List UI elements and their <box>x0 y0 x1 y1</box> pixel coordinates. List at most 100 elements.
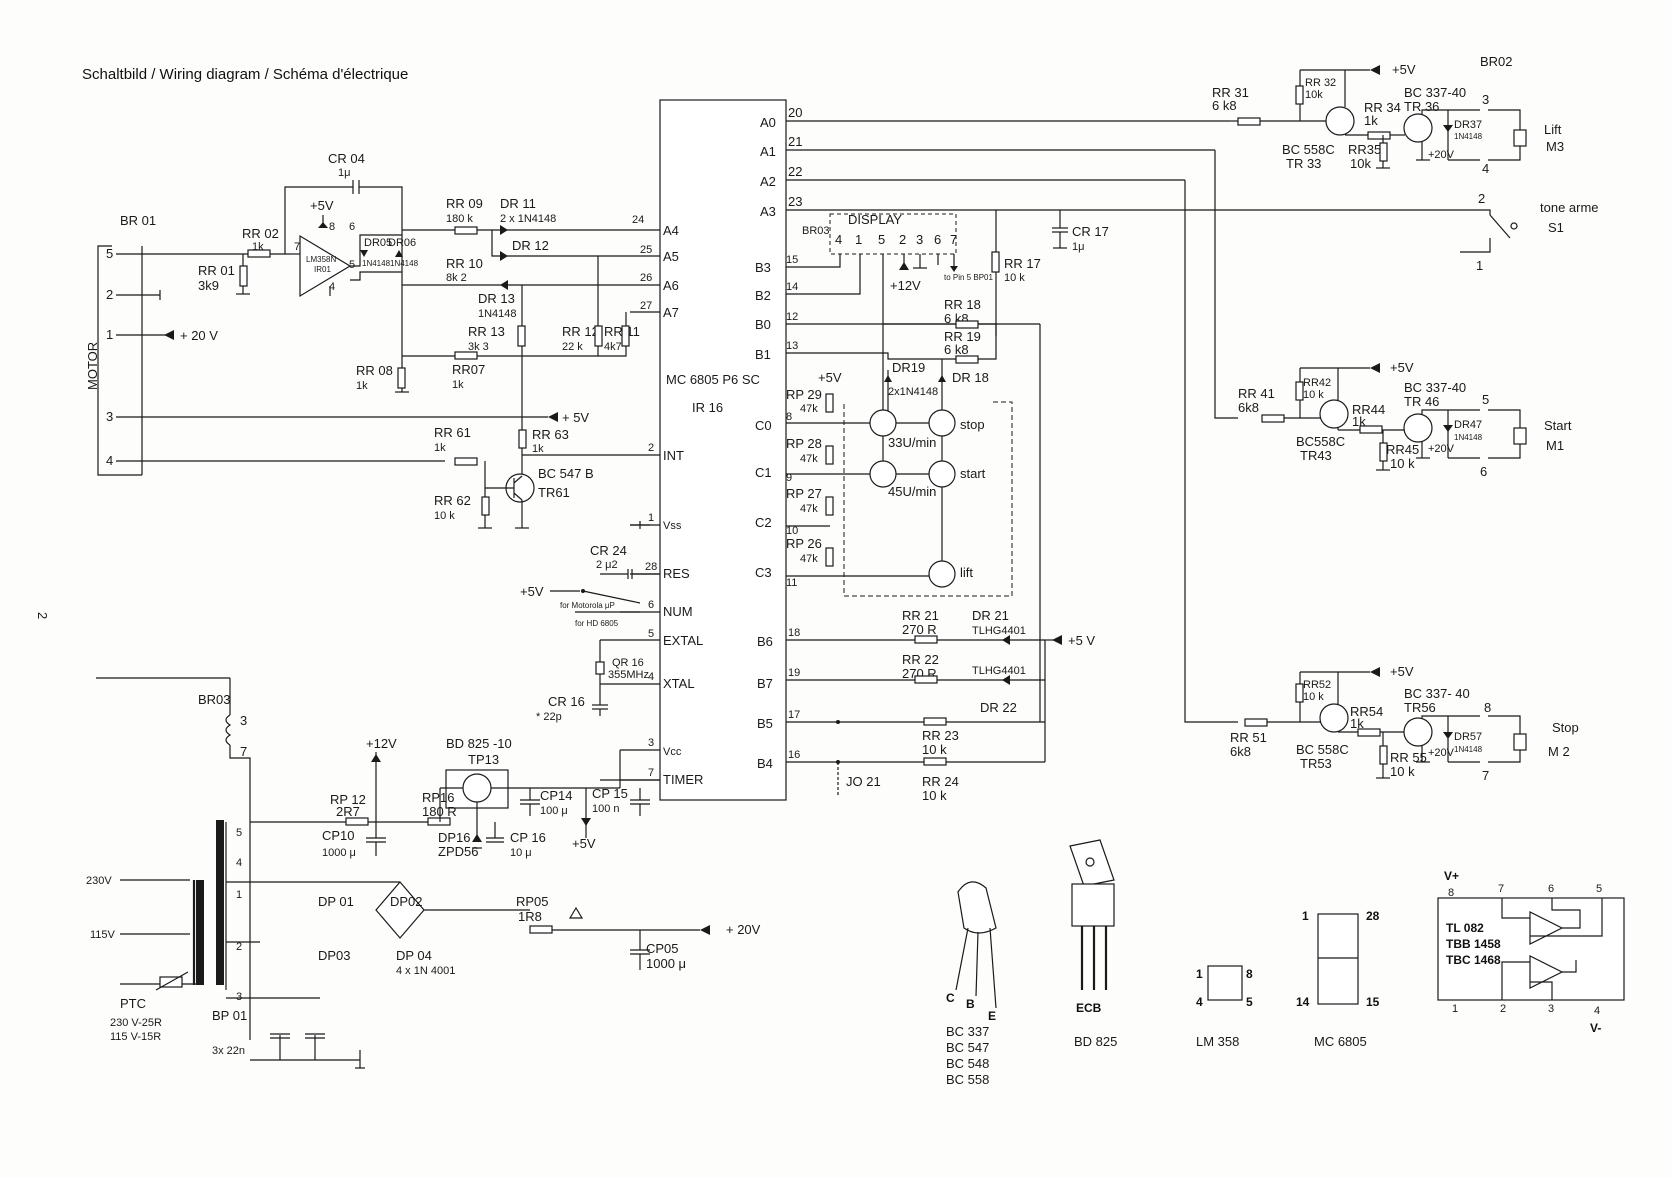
rr12-value: 22 k <box>562 341 583 353</box>
pin-label: 3 <box>916 232 923 247</box>
pin-name: EXTAL <box>663 633 703 648</box>
bd825-pins: ECB <box>1076 1001 1102 1015</box>
rr21-label: RR 21 <box>902 608 939 623</box>
dr47-label: DR47 <box>1454 419 1482 431</box>
dr47-value: 1N4148 <box>1454 433 1483 442</box>
pin-label: 2 <box>899 232 906 247</box>
pin-name: A4 <box>663 223 679 238</box>
led-section: RR 21 270 R DR 21 TLHG4401 RR 22 270 R T… <box>836 608 1095 803</box>
tr46-symbol <box>1403 413 1433 443</box>
rp28-value: 47k <box>800 453 818 465</box>
vminus-label: V- <box>1590 1021 1601 1035</box>
rr18-label: RR 18 <box>944 297 981 312</box>
page-title: Schaltbild / Wiring diagram / Schéma d'é… <box>82 66 408 83</box>
pin-name: B3 <box>755 260 771 275</box>
key-lift-label: lift <box>960 565 973 580</box>
pin-label: 1 <box>1476 258 1483 273</box>
pin-label: 2 <box>106 287 113 302</box>
dp03-label: DP03 <box>318 948 351 963</box>
pin-name: A6 <box>663 278 679 293</box>
dr57-value: 1N4148 <box>1454 745 1483 754</box>
psu-5v: +5V <box>572 836 596 851</box>
mcu-ir16: MC 6805 P6 SC IR 16 24 A4 25 A5 26 A6 27… <box>600 99 1470 801</box>
rr35-label: RR35 <box>1348 142 1381 157</box>
pin-name: B2 <box>755 288 771 303</box>
tr46-label: BC 337-40 <box>1404 380 1466 395</box>
rr52-label: RR52 <box>1303 679 1331 691</box>
mcu-right-pins: 20 A0 21 A1 22 A2 23 A3 15 B3 14 B2 12 B… <box>755 105 1470 771</box>
clock-5v: +5V <box>520 584 544 599</box>
pin-name: A2 <box>760 174 776 189</box>
dp16-value: ZPD56 <box>438 844 478 859</box>
br02-label: BR02 <box>1480 54 1513 69</box>
pin-num: 2 <box>648 442 654 454</box>
rr17-label: RR 17 <box>1004 256 1041 271</box>
rr62-value: 10 k <box>434 510 455 522</box>
pin-label: 2 <box>236 941 242 953</box>
pin-label: 5 <box>1482 392 1489 407</box>
key-lift-symbol <box>928 560 956 588</box>
pin-label: 2 <box>1500 1003 1506 1015</box>
pin-label: 4 <box>1594 1005 1600 1017</box>
v115-label: 115V <box>90 929 116 941</box>
mc6805-dip-name: MC 6805 <box>1314 1034 1367 1049</box>
lift-coil-label: M3 <box>1546 139 1564 154</box>
pin-label: 1 <box>1302 909 1309 923</box>
rp12-value: 2R7 <box>336 804 360 819</box>
pin-num: 19 <box>788 667 800 679</box>
led-5v: +5 V <box>1068 633 1095 648</box>
pin-name: B6 <box>757 634 773 649</box>
dr11-label: DR 11 <box>500 196 536 211</box>
pin-label: C <box>946 991 955 1005</box>
rr17-value: 10 k <box>1004 272 1025 284</box>
rr45-label: RR45 <box>1386 442 1419 457</box>
psu-20v: + 20V <box>726 922 761 937</box>
rr19-label: RR 19 <box>944 329 981 344</box>
pin-name: B5 <box>757 716 773 731</box>
tr56-symbol <box>1403 717 1433 747</box>
cp16-value: 10 μ <box>510 847 532 859</box>
rr44-label: RR44 <box>1352 402 1385 417</box>
rr32-label: RR 32 <box>1305 77 1336 89</box>
pin-name: B0 <box>755 317 771 332</box>
package-lm358-dip: 1 4 8 5 LM 358 <box>1196 965 1253 1049</box>
key-stop-symbol <box>928 409 956 437</box>
pin-name: C2 <box>755 515 772 530</box>
mcu-left-pins: 24 A4 25 A5 26 A6 27 A7 2 INT 1 Vss 28 R… <box>600 214 703 787</box>
tr43-symbol <box>1319 399 1349 429</box>
pin-label: 5 <box>878 232 885 247</box>
display-12v: +12V <box>890 278 921 293</box>
rr34-label: RR 34 <box>1364 100 1401 115</box>
pin-num: 4 <box>648 671 654 683</box>
keypad-section: +5V RP 29 47k RP 28 47k RP 27 47k RP 26 … <box>786 370 1013 597</box>
pin-name: A3 <box>760 204 776 219</box>
rr13-label: RR 13 <box>468 324 505 339</box>
rr63-label: RR 63 <box>532 427 569 442</box>
key-stop-label: stop <box>960 417 985 432</box>
cr24-value: 2 μ2 <box>596 559 618 571</box>
dp02-label: DP02 <box>390 894 423 909</box>
pin-label: 4 <box>1482 161 1489 176</box>
rr44-value: 1k <box>1352 414 1366 429</box>
rpm45-label: 45U/min <box>888 484 936 499</box>
rr24-value: 10 k <box>922 788 947 803</box>
pin-label: 3 <box>106 409 113 424</box>
tr33-symbol <box>1325 106 1355 136</box>
pin-label: 6 <box>934 232 941 247</box>
pin-label: 4 <box>236 857 242 869</box>
relay-stop: +5V RR 51 6k8 RR52 10 k BC 558C TR53 RR5… <box>1184 180 1579 783</box>
tr46-ref: TR 46 <box>1404 394 1439 409</box>
pin-name: A0 <box>760 115 776 130</box>
start-20v: +20V <box>1428 443 1455 455</box>
bp01-label: BP 01 <box>212 1008 247 1023</box>
transistor-type: BC 558 <box>946 1072 989 1087</box>
rp05-label: RP05 <box>516 894 549 909</box>
dp16-label: DP16 <box>438 830 471 845</box>
pin-num: 27 <box>640 300 652 312</box>
pin-name: B4 <box>757 756 773 771</box>
transistor-type: BC 337 <box>946 1024 989 1039</box>
rr41-value: 6k8 <box>1238 400 1259 415</box>
cp10-label: CP10 <box>322 828 355 843</box>
tr43-label: BC558C <box>1296 434 1345 449</box>
pin-num: 20 <box>788 105 802 120</box>
